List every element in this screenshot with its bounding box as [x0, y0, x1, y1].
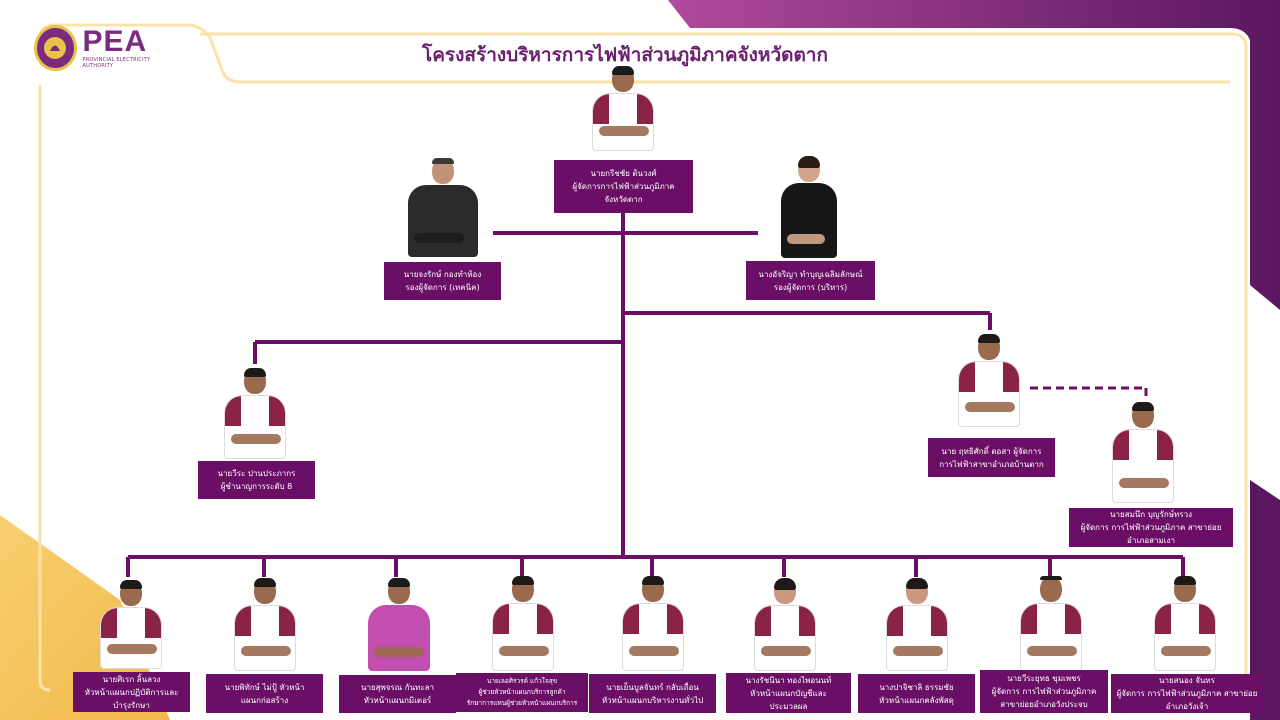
photo-dept-1: [232, 578, 298, 671]
photo-top-manager: [590, 66, 656, 151]
dept-4-role: หัวหน้าแผนกบริหารงานทั่วไป: [601, 695, 704, 705]
dept-8-role: ผู้จัดการ การไฟฟ้าส่วนภูมิภาค สาขาย่อย: [1116, 689, 1258, 698]
dept-5-name: นางรัชนีนา ทองไพอนนท์: [745, 675, 832, 685]
dept-5-role2: ประมวลผล: [769, 701, 808, 711]
photo-sub-branch-manager: [1110, 402, 1176, 503]
label-dept-4: นายเย็นบูลจันทร์ กลับเถื่อน หัวหน้าแผนกบ…: [589, 674, 716, 713]
expert-role: ผู้ชำนาญการระดับ 8: [220, 482, 293, 491]
dept-6-name: นางปาจิชาลิ ธรรมชัย: [879, 682, 954, 692]
label-deputy-admin: นางอัจริญา ทำบุญเฉลิมลักษณ์ รองผู้จัดการ…: [746, 261, 875, 300]
label-dept-0: นายศิเรก ลิ้นลวง หัวหน้าแผนกปฏิบัติการแล…: [73, 672, 190, 712]
photo-dept-3: [490, 576, 556, 671]
photo-dept-6: [884, 578, 950, 671]
label-dept-5: นางรัชนีนา ทองไพอนนท์ หัวหน้าแผนกบัญชีแล…: [726, 673, 851, 713]
dept-2-role: หัวหน้าแผนกมิเตอร์: [363, 696, 432, 705]
branch-manager-role: การไฟฟ้าสาขาอำเภอบ้านตาก: [939, 459, 1044, 469]
top-manager-role: ผู้จัดการการไฟฟ้าส่วนภูมิภาค: [572, 182, 675, 191]
deputy-technical-role: รองผู้จัดการ (เทคนิค): [405, 283, 480, 292]
photo-dept-4: [620, 576, 686, 671]
sub-branch-role2: อำเภอสามเงา: [1127, 536, 1175, 545]
pea-emblem-icon: [34, 25, 77, 71]
photo-dept-2: [366, 578, 432, 671]
label-dept-6: นางปาจิชาลิ ธรรมชัย หัวหน้าแผนกคลังพัสดุ: [858, 674, 975, 713]
label-dept-7: นายวีระยุทธ ขุมเพชร ผู้จัดการ การไฟฟ้าส่…: [980, 670, 1108, 713]
dept-0-role2: บำรุงรักษา: [113, 700, 150, 710]
label-dept-8: นายสนอง จันทร ผู้จัดการ การไฟฟ้าส่วนภูมิ…: [1111, 674, 1263, 713]
photo-deputy-technical: [408, 158, 478, 257]
photo-branch-manager: [956, 334, 1022, 427]
label-sub-branch-manager: นายสมนึก บุญรักษ์ทรวง ผู้จัดการ การไฟฟ้า…: [1069, 508, 1233, 547]
photo-deputy-admin: [780, 156, 838, 258]
dept-0-name: นายศิเรก ลิ้นลวง: [102, 674, 161, 684]
branch-manager-name: นาย ฤทธิศักดิ์ ดอสา ผู้จัดการ: [941, 446, 1042, 456]
top-manager-role2: จังหวัดตาก: [604, 195, 643, 204]
dept-0-role: หัวหน้าแผนกปฏิบัติการและ: [84, 687, 179, 697]
label-deputy-technical: นายจงรักษ์ กองทำห้อง รองผู้จัดการ (เทคนิ…: [384, 262, 501, 300]
label-dept-2: นายสุพจรณ กันทะลา หัวหน้าแผนกมิเตอร์: [339, 675, 456, 713]
label-expert: นายวีระ ปานประภากร ผู้ชำนาญการระดับ 8: [198, 461, 315, 499]
dept-3-name: นายเลอศิรวรค์ แก้วใจสุข: [486, 677, 558, 685]
photo-expert: [222, 368, 288, 459]
dept-4-name: นายเย็นบูลจันทร์ กลับเถื่อน: [606, 682, 699, 692]
dept-3-role: ผู้ช่วยหัวหน้าแผนกบริการลูกค้า: [478, 688, 566, 696]
dept-2-name: นายสุพจรณ กันทะลา: [360, 683, 435, 692]
photo-dept-5: [752, 578, 818, 671]
expert-name: นายวีระ ปานประภากร: [217, 469, 296, 478]
dept-8-name: นายสนอง จันทร: [1159, 676, 1215, 685]
logo-text: PEA: [82, 25, 148, 58]
dept-8-role2: อำเภอวังเจ้า: [1165, 702, 1209, 711]
dept-7-role: ผู้จัดการ การไฟฟ้าส่วนภูมิภาค: [991, 687, 1097, 696]
label-branch-manager: นาย ฤทธิศักดิ์ ดอสา ผู้จัดการ การไฟฟ้าสา…: [928, 438, 1055, 477]
photo-dept-8: [1152, 576, 1218, 671]
deputy-admin-name: นางอัจริญา ทำบุญเฉลิมลักษณ์: [758, 269, 863, 279]
dept-7-name: นายวีระยุทธ ขุมเพชร: [1007, 674, 1081, 683]
dept-1-role: แผนกก่อสร้าง: [240, 695, 289, 705]
dept-5-role: หัวหน้าแผนกบัญชีและ: [750, 688, 827, 698]
logo-subtitle: PROVINCIAL ELECTRICITY AUTHORITY: [82, 57, 151, 69]
photo-dept-7: [1018, 576, 1084, 671]
sub-branch-role: ผู้จัดการ การไฟฟ้าส่วนภูมิภาค สาขาย่อย: [1080, 523, 1222, 532]
page-title: โครงสร้างบริหารการไฟฟ้าส่วนภูมิภาคจังหวั…: [422, 44, 828, 66]
label-top-manager: นายกรีชชัย ต้นวงศ์ ผู้จัดการการไฟฟ้าส่วน…: [554, 160, 693, 213]
dept-3-role2: รักษาการแทนผู้ช่วยหัวหน้าแผนกบริการ: [466, 699, 578, 707]
sub-branch-name: นายสมนึก บุญรักษ์ทรวง: [1110, 510, 1192, 519]
deputy-technical-name: นายจงรักษ์ กองทำห้อง: [403, 270, 482, 279]
label-dept-3: นายเลอศิรวรค์ แก้วใจสุข ผู้ช่วยหัวหน้าแผ…: [456, 673, 588, 712]
dept-7-role2: สาขาย่อยอำเภอวังประจบ: [1000, 700, 1088, 709]
photo-dept-0: [98, 580, 164, 669]
deputy-admin-role: รองผู้จัดการ (บริหาร): [773, 282, 848, 292]
dept-1-name: นายพิทักษ์ ไม่ปู้ หัวหน้า: [224, 682, 305, 692]
pea-logo: PEA PROVINCIAL ELECTRICITY AUTHORITY: [34, 23, 174, 73]
label-dept-1: นายพิทักษ์ ไม่ปู้ หัวหน้า แผนกก่อสร้าง: [206, 674, 323, 713]
dept-6-role: หัวหน้าแผนกคลังพัสดุ: [879, 695, 954, 705]
top-manager-name: นายกรีชชัย ต้นวงศ์: [590, 169, 657, 178]
